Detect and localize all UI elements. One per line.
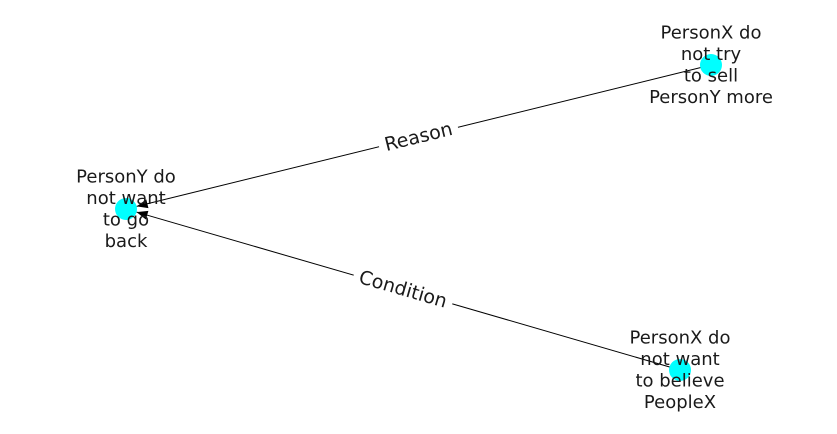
- node-label-line: PersonY more: [649, 87, 773, 108]
- node-label-line: PersonX do: [661, 22, 762, 43]
- node-label-line: not try: [681, 44, 742, 65]
- node-n3: [669, 359, 691, 381]
- node-label-line: not want: [86, 188, 165, 209]
- node-label-line: PersonX do: [630, 327, 731, 348]
- node-label-line: not want: [640, 349, 719, 370]
- edge-label-2: Condition: [356, 266, 449, 312]
- nodes-layer: [115, 54, 722, 381]
- edge-label-bg-2: [350, 263, 456, 316]
- edge-arrow-2: [136, 210, 149, 220]
- edge-label-bg-1: [376, 115, 461, 159]
- node-n1: [115, 198, 137, 220]
- edge-label-group-1: Reason: [376, 115, 461, 159]
- node-n2: [700, 54, 722, 76]
- edge-label-1: Reason: [382, 118, 455, 156]
- node-label-line: to believe: [635, 370, 724, 391]
- node-label-line: PeopleX: [644, 392, 716, 413]
- node-label-line: to sell: [684, 65, 738, 86]
- node-label-line: back: [105, 231, 148, 252]
- node-label-line: to go: [103, 209, 149, 230]
- edge-arrow-1: [136, 199, 149, 209]
- node-label-line: PersonY do: [76, 166, 176, 187]
- edge-label-group-2: Condition: [350, 263, 456, 316]
